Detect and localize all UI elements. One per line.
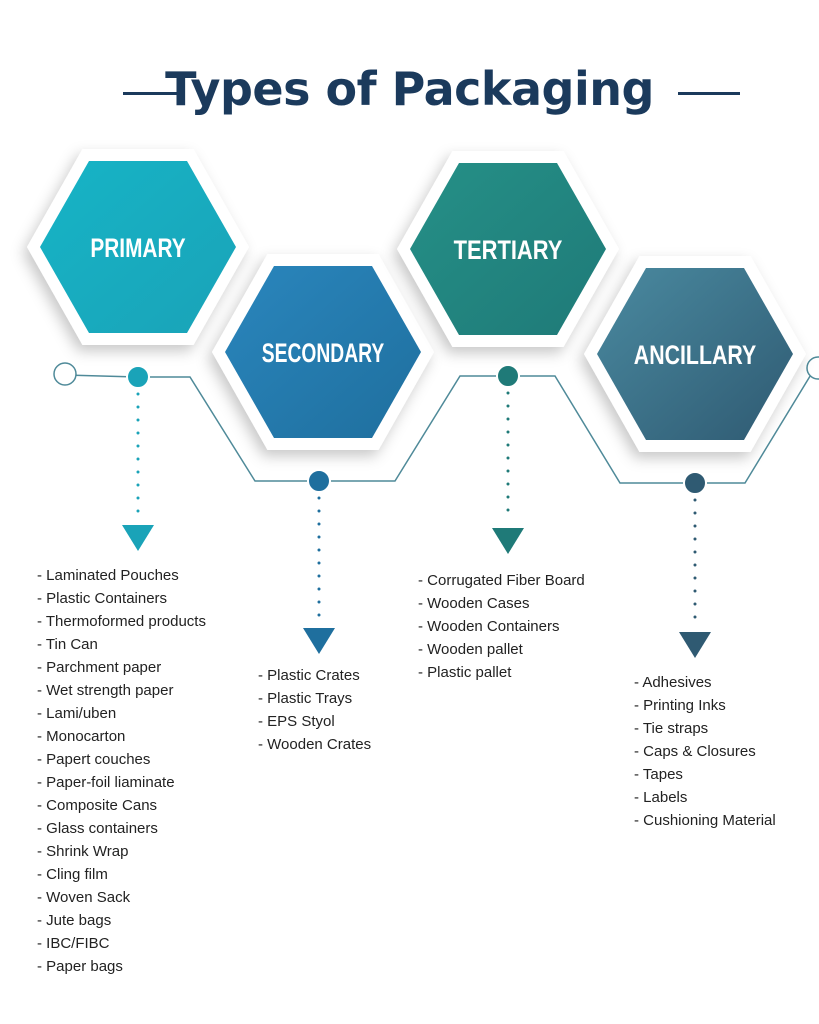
list-item: - Cling film [37,866,108,883]
list-ancillary: - Adhesives - Printing Inks - Tie straps - … [634,671,776,832]
hexagon-tertiary: TERTIARY [397,151,619,347]
start-node-icon [53,362,77,386]
list-item: - Tin Can [37,636,98,653]
list-secondary: - Plastic Crates - Plastic Trays - EPS Sty… [258,664,371,756]
list-item: - Laminated Pouches [37,567,179,584]
node-primary-icon [126,365,150,389]
hexagon-label: TERTIARY [454,235,563,265]
list-item: - Glass containers [37,820,158,837]
list-item: - Woven Sack [37,889,131,906]
hexagon-label: SECONDARY [262,338,384,368]
list-item: - Wooden pallet [418,641,523,658]
list-item: - Paper bags [37,958,123,975]
hexagon-primary: PRIMARY [27,149,249,345]
list-item: - Wooden Crates [258,736,372,753]
list-item: - Labels [634,789,688,806]
node-secondary-icon [307,469,331,493]
node-ancillary-icon [683,471,707,495]
list-item: - Wet strength paper [37,682,174,699]
arrow-down-icon [679,632,711,658]
list-item: - Thermoformed products [37,613,206,630]
list-tertiary: - Corrugated Fiber Board - Wooden Cases - … [418,569,585,684]
list-item: - EPS Styol [258,713,335,730]
title-rule-left [123,92,185,95]
list-item: - Plastic pallet [418,664,512,681]
list-item: - Paper-foil liaminate [37,774,175,791]
list-item: - Plastic Crates [258,667,360,684]
title-rule-right [678,92,740,95]
list-item: - IBC/FIBC [37,935,110,952]
hexagon-label: PRIMARY [90,233,185,263]
list-item: - Shrink Wrap [37,843,129,860]
list-item: - Plastic Trays [258,690,353,707]
list-item: - Adhesives [634,674,712,691]
arrow-down-icon [492,528,524,554]
list-item: - Plastic Containers [37,590,168,607]
list-item: - Parchment paper [37,659,162,676]
list-item: - Wooden Cases [418,595,530,612]
page-title: Types of Packaging [165,62,654,116]
hexagon-ancillary: ANCILLARY [584,256,806,452]
end-node-icon [806,356,819,380]
list-item: - Caps & Closures [634,743,756,760]
list-item: - Printing Inks [634,697,726,714]
arrow-down-icon [303,628,335,654]
hexagon-label: ANCILLARY [634,340,756,370]
node-tertiary-icon [496,364,520,388]
list-item: - Cushioning Material [634,812,776,829]
list-item: - Monocarton [37,728,126,745]
list-item: - Corrugated Fiber Board [418,572,585,589]
list-item: - Tapes [634,766,683,783]
list-item: - Jute bags [37,912,112,929]
list-item: - Wooden Containers [418,618,560,635]
list-item: - Lami/uben [37,705,117,722]
list-item: - Papert couches [37,751,151,768]
hexagon-secondary: SECONDARY [212,254,434,450]
list-item: - Tie straps [634,720,709,737]
list-primary: - Laminated Pouches - Plastic Containers -… [37,564,206,978]
list-item: - Composite Cans [37,797,158,814]
arrow-down-icon [122,525,154,551]
